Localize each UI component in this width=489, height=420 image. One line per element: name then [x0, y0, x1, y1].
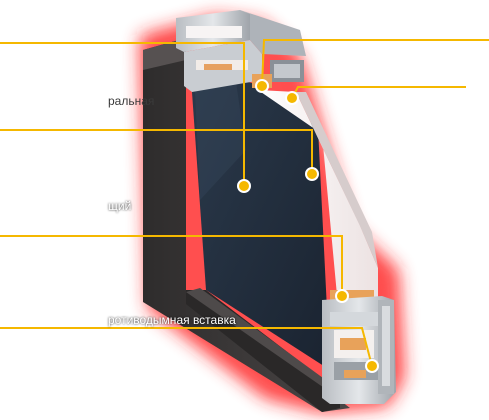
- marker-dot-mid-seal: [336, 290, 348, 302]
- marker-dot-top-right: [256, 80, 268, 92]
- callout-label-smoke-insert: ротиводымная вставка: [108, 313, 236, 327]
- top-profile: [176, 10, 306, 92]
- marker-dot-bottom: [366, 360, 378, 372]
- callout-label-middle: щий: [108, 199, 131, 213]
- marker-dot-insulation: [306, 168, 318, 180]
- leader-gasket: [292, 87, 466, 98]
- bottom-profile: [322, 296, 396, 404]
- marker-dot-glass: [238, 180, 250, 192]
- callout-label-central: ральная: [108, 94, 154, 108]
- marker-dot-gasket: [286, 92, 298, 104]
